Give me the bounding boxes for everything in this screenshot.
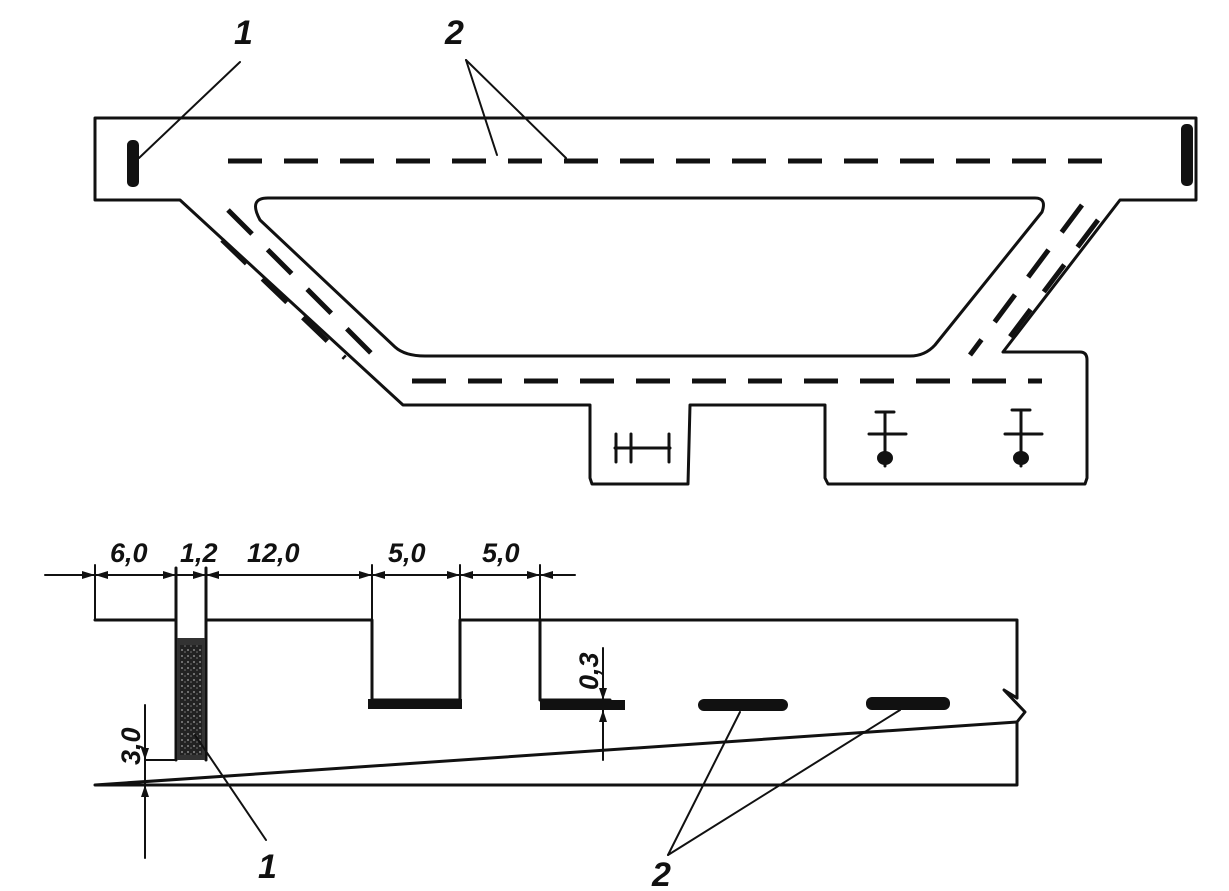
- section-view: 6,0 1,2 12,0 5,0 5,0 0,3 3,0 1 2: [44, 538, 1027, 891]
- dim-12-0: 12,0: [247, 538, 300, 568]
- break-mark: [1002, 688, 1027, 724]
- leader-2-top-b: [465, 59, 567, 159]
- marking-bar-1: [368, 699, 462, 709]
- leader-2-top-a: [465, 59, 498, 156]
- dashed-line-right-diagonal: [967, 203, 1085, 357]
- dim-6-0: 6,0: [110, 538, 148, 568]
- dim-3-0: 3,0: [116, 727, 146, 765]
- marking-bar-3: [698, 699, 788, 711]
- i-beam-symbol: [613, 432, 672, 464]
- marking-bar-2: [540, 700, 625, 710]
- dashed-line-right-diagonal-2: [998, 218, 1100, 352]
- dashed-line-left-diagonal: [226, 208, 377, 359]
- callout-1-top: 1: [234, 14, 253, 52]
- marking-bar-4: [866, 697, 950, 710]
- plate-outline: [93, 116, 1198, 486]
- cross-symbol-2: [1003, 408, 1044, 468]
- dim-1-2: 1,2: [180, 538, 218, 568]
- dim-5-0-b: 5,0: [482, 538, 520, 568]
- plate-opening: [254, 196, 1045, 358]
- dashed-line-left-diagonal-2: [220, 238, 347, 360]
- callout-1-bottom: 1: [258, 848, 277, 886]
- dim-5-0-a: 5,0: [388, 538, 426, 568]
- leader-1-bottom: [194, 734, 267, 841]
- end-bar-left: [127, 140, 139, 187]
- cross-symbol-1: [867, 410, 908, 468]
- dimension-arrows: [82, 571, 553, 579]
- end-bar-right: [1181, 124, 1193, 186]
- leader-2-bottom-a: [667, 711, 741, 856]
- callout-2-top: 2: [444, 14, 464, 52]
- callout-2-bottom: 2: [651, 856, 671, 891]
- dim-0-3: 0,3: [574, 652, 604, 690]
- section-outline: [93, 618, 1019, 787]
- leader-1-top: [138, 61, 241, 159]
- top-view: 1 2: [93, 14, 1198, 486]
- leader-2-bottom-b: [667, 709, 901, 856]
